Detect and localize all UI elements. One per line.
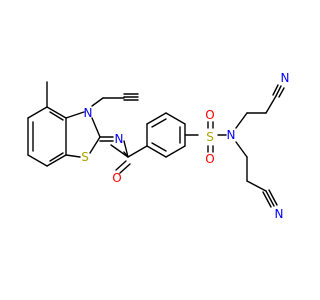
- bond-inner: [151, 142, 167, 152]
- bond-carbonyl: [110, 144, 129, 158]
- bond: [27, 154, 48, 167]
- bonds: [27, 81, 285, 208]
- bond: [27, 106, 48, 119]
- nitrile-nitrogen-bottom-label: N: [275, 207, 284, 221]
- bond: [46, 106, 67, 119]
- bond: [246, 180, 267, 192]
- bond: [127, 145, 148, 158]
- bond: [91, 97, 104, 107]
- ring-sulfur-label: S: [81, 150, 89, 164]
- bond-nitrile: [268, 189, 278, 206]
- bond: [123, 151, 129, 158]
- bond: [123, 140, 129, 158]
- molecule-canvas: N S N O S O O N N N: [27, 71, 290, 221]
- bond: [146, 145, 167, 158]
- bond: [165, 145, 186, 158]
- bond: [235, 141, 248, 158]
- bond-nitrile: [278, 87, 285, 98]
- bond-nitrile: [275, 85, 282, 97]
- bond: [146, 112, 167, 125]
- ring-nitrogen-label: N: [84, 106, 93, 120]
- sulfonyl-sulfur-label: S: [206, 130, 214, 144]
- bond: [91, 117, 101, 138]
- bond: [65, 154, 81, 158]
- structure-diagram: N S N O S O O N N N: [27, 71, 289, 221]
- bond: [235, 112, 248, 129]
- nitrile-nitrogen-top-label: N: [281, 71, 290, 85]
- sulfonyl-oxygen-bottom-label: O: [205, 152, 214, 166]
- bond: [265, 95, 277, 114]
- bond-inner: [49, 111, 64, 121]
- bond-inner: [49, 152, 64, 162]
- bond-nitrile: [265, 190, 275, 207]
- sulfonamide-nitrogen-label: N: [227, 128, 236, 142]
- bond: [89, 136, 101, 154]
- bond-inner: [151, 118, 167, 128]
- sulfonyl-oxygen-top-label: O: [205, 108, 214, 122]
- bond-nitrile: [262, 191, 272, 208]
- bond-nitrile: [272, 84, 279, 96]
- bond: [165, 112, 186, 125]
- bond-carbonyl: [115, 160, 127, 171]
- carbonyl-oxygen-label: O: [112, 171, 121, 185]
- bond: [46, 154, 67, 167]
- bond-carbonyl: [119, 163, 131, 174]
- atom-labels: N S N O S O O N N N: [81, 71, 289, 221]
- bond: [65, 111, 85, 119]
- imine-nitrogen-label: N: [115, 132, 124, 146]
